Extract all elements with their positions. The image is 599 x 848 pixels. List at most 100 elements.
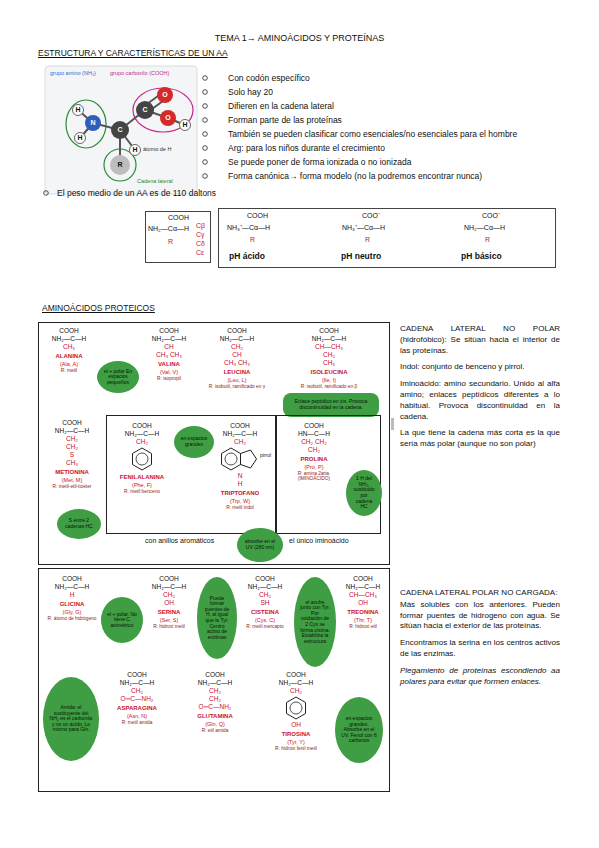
abbreviation: (Gln, Q) — [205, 721, 225, 728]
part-label: grupo amino (NH₂) — [50, 70, 120, 76]
box-caption: el único iminoácido — [289, 537, 349, 544]
amino-acid-name: SERINA — [158, 609, 181, 617]
side-chain-note: R: átomo de hidrógeno — [48, 616, 97, 622]
bullet-text: El peso medio de un AA es de 110 daltons — [57, 188, 377, 198]
formula-line: CH₃ CH₃ — [156, 351, 182, 359]
side-chain-note: R: isobutil, ramificado en β — [301, 384, 358, 390]
formula-line: NH₂—C—H — [198, 679, 232, 687]
atom-letter: H — [129, 145, 141, 155]
formula-line: NH₂—C—H — [52, 335, 86, 343]
formula-line: CH₂ — [136, 438, 148, 446]
formula-line: CH₂ — [231, 343, 243, 351]
benzene-ring — [127, 446, 157, 472]
abbreviation: (Ala, A) — [60, 361, 78, 368]
ph-formula-box: COOHNH₃⁺—Cα—HRpH ácidoCOO⁻NH₃⁺—Cα—HRpH n… — [218, 208, 556, 268]
formula-line: CH₃ — [63, 343, 75, 351]
section-heading: ESTRUCTURA Y CARACTERÍSTICAS DE UN AA — [38, 48, 358, 58]
amino-acid-name: TRIPTOFANO — [221, 490, 260, 498]
abbreviation: (Asn, N) — [127, 713, 147, 720]
atom-letter: N — [87, 118, 99, 128]
formula-line: S — [70, 451, 74, 459]
formula-line: CH₂ — [259, 591, 271, 599]
callout-text: S entre 2 cadenas HC — [63, 518, 95, 529]
abbreviation: (Ile, I) — [322, 377, 336, 384]
formula-text: COO⁻ — [482, 212, 500, 220]
formula-text: Cγ — [196, 231, 205, 239]
side-chain-note: R: isopropil — [157, 376, 181, 382]
aromatic-box: con anillos aromáticosCOOHNH₂—C—HCH₂FENI… — [106, 415, 276, 534]
formula-line: COOH — [353, 575, 373, 583]
formula-line: CH₂ — [234, 438, 246, 446]
box-caption: con anillos aromáticos — [145, 537, 214, 544]
side-chain-note: R: hidroxi fenil metil — [275, 746, 317, 752]
formula-line: COOH — [255, 575, 275, 583]
formula-line: COOH — [62, 419, 82, 427]
amino-outline — [66, 100, 106, 148]
amino-acid: COOHNH₂—C—HCH₂CH₂O═C—NH₂GLUTAMINA(Gln, Q… — [179, 671, 251, 733]
scroll-mark — [391, 418, 394, 430]
bullet-text: También se pueden clasificar como esenci… — [228, 129, 588, 139]
amino-acid-name: TIROSINA — [282, 731, 311, 739]
callout-text: Amida: el sustituyente del NH₂ es el car… — [49, 705, 93, 733]
benzene-ring — [281, 695, 311, 721]
formula-line: HN—C—H — [298, 430, 330, 438]
amino-acid: COOHNH₂—C—HCH—CH₃OHTREONINA(Thr, T)R: hi… — [337, 575, 389, 629]
callout-text: en espacios grandes. Absorbe en el UV. F… — [341, 716, 377, 744]
polar-panel: COOHNH₂—C—HHGLICINA(Gly, G)R: átomo de h… — [38, 568, 390, 792]
formula-line: O═C—NH₂ — [199, 703, 232, 711]
abbreviation: (Trp, W) — [230, 498, 250, 505]
formula-line: NH₂—C—H — [125, 430, 159, 438]
atom-letter: C — [139, 105, 151, 115]
formula-text: NH₃⁺—Cα—H — [342, 224, 385, 232]
note-paragraph: Iminoácido: amino secundario. Unido al a… — [400, 379, 560, 422]
formula-line: CH₂ — [308, 446, 320, 454]
note-paragraph: Encontramos la serina en los centros act… — [400, 638, 560, 660]
formula-line: NH₂—C—H — [223, 430, 257, 438]
formula-text: pH ácido — [229, 251, 265, 261]
note-paragraph: CADENA LATERAL NO POLAR (hidrofóbico): S… — [400, 324, 560, 356]
amino-acid: COOHNH₂—C—HCH₂NHTRIPTOFANO(Trp, W)R: met… — [207, 422, 273, 510]
formula-text: COO⁻ — [362, 212, 380, 220]
side-chain-note: R: metil amida — [122, 720, 153, 726]
side-chain-note: R: metil mercapto — [246, 624, 284, 630]
formula-line: CH₂ — [290, 687, 302, 695]
note-paragraph: La que tiene la cadena más corta es la q… — [400, 428, 560, 450]
formula-line: CH₂ — [163, 591, 175, 599]
formula-line: NH₂—C—H — [279, 679, 313, 687]
part-label: pirrol — [260, 452, 280, 458]
formula-line: OH — [164, 599, 174, 607]
callout-text: el + polar. No tiene C asimétrico — [107, 612, 137, 629]
formula-line: NH₂—C—H — [55, 427, 89, 435]
callout-text: 1 H del NH₂, sustituido por cadena HC — [352, 476, 376, 510]
formula-line: OH — [358, 599, 368, 607]
bonds — [78, 93, 185, 165]
amino-acid-name: PROLINA — [301, 456, 328, 464]
abbreviation: (Leu, L) — [228, 377, 247, 384]
abbreviation: (Ser, S) — [160, 617, 179, 624]
formula-line: NH₂—C—H — [346, 583, 380, 591]
formula-line: SH — [260, 599, 269, 607]
abbreviation: (Pro, P) — [305, 464, 324, 471]
formula-line: CH₃ CH₃ — [224, 359, 250, 367]
bullet-text: Solo hay 20 — [228, 87, 588, 97]
amino-acid: COOHNH₂—C—HCH₂CH₂SCH₃METIONINA(Met, M)R:… — [43, 419, 101, 489]
callout-text: Puede formar puentes de H, al igual que … — [203, 596, 231, 641]
bullet-text: Arg: para los niños durante el crecimien… — [228, 143, 588, 153]
amino-acid: COOHNH₂—C—HHGLICINA(Gly, G)R: átomo de h… — [43, 575, 101, 621]
side-chain-note: R: amina 2aria. (IMINOÁCIDO) — [282, 471, 346, 483]
amino-acid: COOHNH₂—C—HCH₂CHCH₃ CH₃LEUCINA(Leu, L)R:… — [204, 327, 270, 389]
formula-text: NH₂—Cα—H — [148, 225, 189, 233]
side-chain-note: R: hidroxi metil — [153, 624, 185, 630]
amino-acid: COOHNH₂—C—HCH—CH₃CH₂CH₃ISOLEUCINA(Ile, I… — [287, 327, 371, 389]
formula-text: R — [250, 236, 255, 244]
atom-letter: H — [179, 120, 191, 130]
formula-line: COOH — [319, 327, 339, 335]
formula-line: CH₂ — [209, 695, 221, 703]
formula-text: pH básico — [461, 251, 502, 261]
callout-bubble: S entre 2 cadenas HC — [57, 509, 101, 539]
formula-line: CH₂ — [66, 435, 78, 443]
abbreviation: (Cys, C) — [255, 617, 275, 624]
callout-bubble: el + polar En espacios pequeños — [97, 361, 139, 393]
molecule-ground — [45, 66, 197, 194]
